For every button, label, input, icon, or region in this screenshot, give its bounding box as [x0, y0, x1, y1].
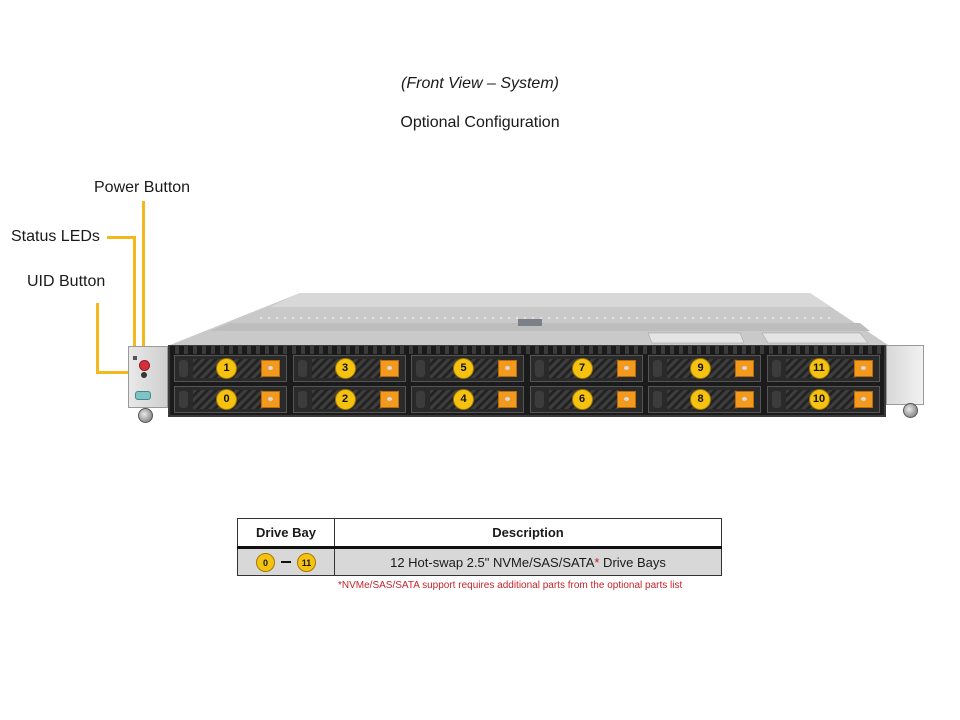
- drive-bay-number-badge: 1: [216, 358, 237, 379]
- drive-release-latch[interactable]: [261, 360, 280, 377]
- drive-bay-0[interactable]: 0: [174, 386, 287, 413]
- vendor-logo-icon: [135, 391, 151, 400]
- uid-button[interactable]: [141, 372, 147, 378]
- drive-bay-range-cell: 0 11: [237, 547, 335, 576]
- drive-release-latch[interactable]: [261, 391, 280, 408]
- drive-tray-handle-icon: [179, 360, 188, 377]
- drive-bay-number-badge: 11: [808, 358, 830, 379]
- drive-tray-handle-icon: [297, 360, 307, 377]
- drive-tray-handle-icon: [534, 391, 544, 408]
- drive-bay-table: Drive Bay Description 0 11 12 Hot-swap 2.…: [237, 518, 722, 576]
- drive-bay-7[interactable]: 7: [529, 355, 643, 382]
- description-main: 12 Hot-swap 2.5" NVMe/SAS/SATA: [390, 554, 595, 570]
- uid-button-leader-line-v: [96, 303, 99, 373]
- drive-bay-6[interactable]: 6: [529, 386, 643, 413]
- drive-bay-4[interactable]: 4: [411, 386, 524, 413]
- drive-tray-handle-icon: [416, 360, 425, 377]
- drive-release-latch[interactable]: [616, 391, 636, 408]
- drive-bay-11[interactable]: 11: [766, 355, 880, 382]
- drive-bay-3[interactable]: 3: [292, 355, 406, 382]
- drive-bay-number-badge: 10: [808, 389, 830, 410]
- drive-bay-2[interactable]: 2: [292, 386, 406, 413]
- drive-release-latch[interactable]: [735, 391, 754, 408]
- drive-bay-number-badge: 6: [571, 389, 593, 410]
- left-thumbscrew-icon: [138, 408, 153, 423]
- callout-uid-button: UID Button: [27, 273, 106, 290]
- table-row: 0 11 12 Hot-swap 2.5" NVMe/SAS/SATA* Driv…: [237, 547, 722, 576]
- drive-bay-number-badge: 5: [453, 358, 474, 379]
- bay-badge-start: 0: [256, 552, 275, 572]
- description-cell: 12 Hot-swap 2.5" NVMe/SAS/SATA* Drive Ba…: [334, 547, 722, 576]
- callout-status-leds: Status LEDs: [11, 228, 100, 245]
- description-asterisk: *: [594, 554, 600, 570]
- drive-bay-number-badge: 7: [571, 358, 593, 379]
- status-leds-leader-line-v: [133, 236, 136, 358]
- drive-bay-number-badge: 2: [334, 389, 356, 410]
- drive-tray-handle-icon: [297, 391, 307, 408]
- drive-tray-handle-icon: [179, 391, 188, 408]
- drive-tray-handle-icon: [771, 360, 781, 377]
- power-button-leader-line: [142, 201, 145, 353]
- drive-release-latch[interactable]: [853, 360, 873, 377]
- status-led-icon: [133, 356, 137, 360]
- drive-release-latch[interactable]: [498, 391, 517, 408]
- footnote: *NVMe/SAS/SATA support requires addition…: [338, 580, 683, 591]
- drive-tray-handle-icon: [534, 360, 544, 377]
- chassis-top-cover: [170, 293, 888, 345]
- drive-tray-handle-icon: [653, 391, 662, 408]
- drive-bay-number-badge: 0: [216, 389, 237, 410]
- front-vent: [170, 346, 884, 354]
- description-tail: Drive Bays: [599, 554, 666, 570]
- drive-bay-number-badge: 4: [453, 389, 474, 410]
- drive-release-latch[interactable]: [379, 391, 399, 408]
- drive-bay-number-badge: 8: [690, 389, 711, 410]
- status-leds-leader-line-h: [107, 236, 135, 239]
- drive-bay-5[interactable]: 5: [411, 355, 524, 382]
- right-rack-ear: [886, 345, 924, 405]
- table-header-row: Drive Bay Description: [237, 518, 722, 549]
- drive-release-latch[interactable]: [735, 360, 754, 377]
- range-dash: [281, 561, 291, 563]
- drive-release-latch[interactable]: [379, 360, 399, 377]
- drive-bay-number-badge: 9: [690, 358, 711, 379]
- bay-badge-end: 11: [297, 552, 316, 572]
- drive-bay-1[interactable]: 1: [174, 355, 287, 382]
- drive-tray-handle-icon: [653, 360, 662, 377]
- drive-bay-10[interactable]: 10: [766, 386, 880, 413]
- view-title: (Front View – System): [401, 75, 559, 92]
- drive-release-latch[interactable]: [853, 391, 873, 408]
- drive-bay-9[interactable]: 9: [648, 355, 761, 382]
- uid-button-leader-line-h: [96, 371, 143, 374]
- table-header-drive-bay: Drive Bay: [237, 518, 335, 549]
- drive-tray-handle-icon: [416, 391, 425, 408]
- callout-power-button: Power Button: [94, 179, 191, 196]
- right-thumbscrew-icon: [903, 403, 918, 418]
- power-button[interactable]: [139, 360, 150, 371]
- drive-release-latch[interactable]: [498, 360, 517, 377]
- drive-bay-number-badge: 3: [334, 358, 356, 379]
- table-header-description: Description: [334, 518, 722, 549]
- configuration-label: Optional Configuration: [400, 114, 560, 131]
- drive-bay-8[interactable]: 8: [648, 386, 761, 413]
- drive-release-latch[interactable]: [616, 360, 636, 377]
- drive-tray-handle-icon: [771, 391, 781, 408]
